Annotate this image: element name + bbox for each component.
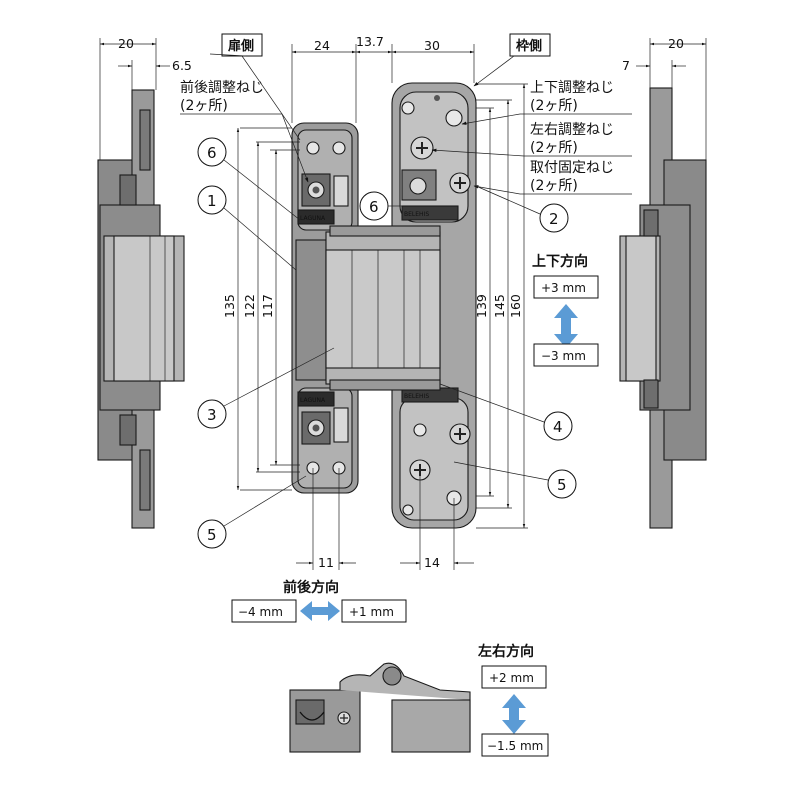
bottom-width-dimensions — [296, 468, 474, 570]
callout-4: 4 — [553, 418, 563, 436]
dim-height-122: 122 — [242, 294, 257, 318]
vertical-adjust-title: 上下方向 — [532, 253, 588, 270]
front-back-plus-box — [341, 599, 407, 623]
front-back-minus-value: −4 mm — [238, 605, 283, 619]
left-right-adjust-title: 左右方向 — [477, 643, 534, 660]
door-side-label: 扉側 — [228, 38, 254, 54]
front-back-screw-count: (2ヶ所) — [180, 98, 228, 114]
frame-side-label-box — [509, 33, 551, 57]
left-right-plus-value: +2 mm — [489, 671, 534, 685]
stamp-top-right: BELEHIS — [404, 211, 429, 218]
up-down-screw-count: (2ヶ所) — [530, 98, 578, 114]
callout-2: 2 — [549, 210, 559, 228]
frame-side-label: 枠側 — [516, 38, 542, 54]
left-side-view — [97, 89, 185, 529]
callout-1: 1 — [207, 192, 217, 210]
dim-bottom-14: 14 — [424, 555, 440, 570]
right-dimension-lines — [636, 38, 707, 160]
right-side-view — [619, 87, 707, 529]
up-down-screw-label: 上下調整ねじ — [530, 80, 614, 96]
callout-3: 3 — [207, 406, 217, 424]
vertical-plus-value: +3 mm — [541, 281, 586, 295]
left-right-minus-value: −1.5 mm — [487, 739, 543, 753]
dim-height-139: 139 — [474, 294, 489, 318]
stamp-top-left: LAGUNA — [300, 215, 326, 222]
callout-5-right: 5 — [557, 476, 567, 494]
left-right-screw-count: (2ヶ所) — [530, 140, 578, 156]
dim-center-gap: 13.7 — [356, 34, 384, 49]
dim-bottom-11: 11 — [318, 555, 334, 570]
dim-right-plate-width: 20 — [668, 36, 684, 51]
dim-height-135: 135 — [222, 294, 237, 318]
left-right-arrow-icon — [502, 694, 526, 734]
callout-6-center: 6 — [369, 198, 379, 216]
left-height-dimensions — [236, 127, 300, 491]
left-right-minus-box — [481, 733, 549, 757]
right-height-dimensions — [476, 83, 528, 529]
dim-left-plate-width: 20 — [118, 36, 134, 51]
dim-door-leaf-width: 24 — [314, 38, 330, 53]
dim-height-160: 160 — [508, 294, 523, 318]
callout-6-left: 6 — [207, 144, 217, 162]
front-back-minus-box — [231, 599, 297, 623]
vertical-plus-box — [533, 275, 599, 299]
front-back-adjust-title: 前後方向 — [283, 579, 339, 596]
top-width-dimensions — [291, 44, 475, 123]
hinge-body — [295, 225, 441, 391]
front-back-plus-value: +1 mm — [349, 605, 394, 619]
stamp-bottom-left: LAGUNA — [300, 397, 326, 404]
fixing-screw-count: (2ヶ所) — [530, 178, 578, 194]
front-back-screw-label: 前後調整ねじ — [180, 79, 264, 96]
label-leader-lines — [180, 53, 632, 195]
dim-frame-leaf-width: 30 — [424, 38, 440, 53]
vertical-minus-value: −3 mm — [541, 349, 586, 363]
left-right-plus-box — [481, 665, 547, 689]
horizontal-arrow-icon — [300, 601, 340, 621]
dim-height-117: 117 — [260, 294, 275, 318]
dim-left-plate-offset: 6.5 — [172, 58, 192, 73]
fixing-screw-label: 取付固定ねじ — [530, 160, 614, 176]
vertical-minus-box — [533, 343, 599, 367]
top-view-hinge — [289, 662, 471, 753]
vertical-arrow-icon — [554, 304, 578, 348]
stamp-bottom-right: BELEHIS — [404, 393, 429, 400]
dim-right-plate-offset: 7 — [622, 58, 630, 73]
left-dimension-lines — [99, 38, 170, 160]
dim-height-145: 145 — [492, 294, 507, 318]
callout-circles — [197, 137, 577, 549]
callout-5-left: 5 — [207, 526, 217, 544]
left-right-screw-label: 左右調整ねじ — [530, 122, 614, 138]
